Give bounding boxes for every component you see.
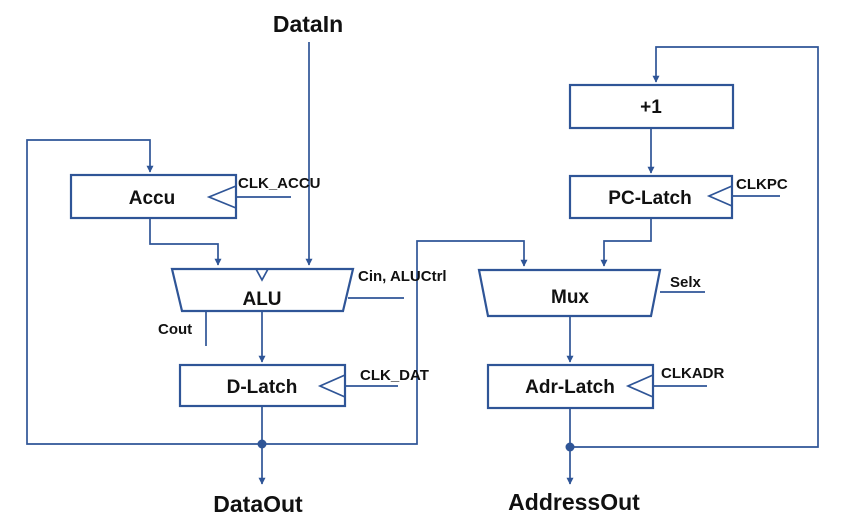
plus-one-label: +1 [640,97,662,118]
datain-label: DataIn [273,11,343,37]
wire-pclatch-to-mux [600,218,652,267]
plus-one-block: +1 [568,83,735,130]
junction-data [257,439,267,449]
alu-block: ALU [170,267,355,313]
addressout-label: AddressOut [508,489,640,515]
dataout-label: DataOut [213,491,303,517]
alu-label: ALU [242,289,281,310]
accu-label: Accu [129,188,175,209]
d-latch-block: D-Latch [178,363,347,408]
adr-latch-block: Adr-Latch [486,363,655,410]
clkadr-label: CLKADR [661,365,724,382]
wire-feedback-to-accu [26,139,262,445]
mux-label: Mux [551,287,589,308]
clk-dat-label: CLK_DAT [360,367,429,384]
wire-accu-to-alu [149,218,222,266]
adr-latch-label: Adr-Latch [525,377,615,398]
cout-label: Cout [158,321,192,338]
clk-accu-label: CLK_ACCU [238,175,321,192]
accu-block: Accu [69,173,238,220]
mux-block: Mux [477,268,662,318]
cin-aluctrl-label: Cin, ALUCtrl [358,268,447,285]
selx-label: Selx [670,274,702,291]
wire-data-to-mux [262,240,528,445]
d-latch-label: D-Latch [227,377,298,398]
wire-feedback-to-plus-one [570,46,819,448]
pc-latch-block: PC-Latch [568,174,734,220]
pc-latch-label: PC-Latch [608,188,691,209]
clkpc-label: CLKPC [736,176,788,193]
junction-address [565,442,575,452]
